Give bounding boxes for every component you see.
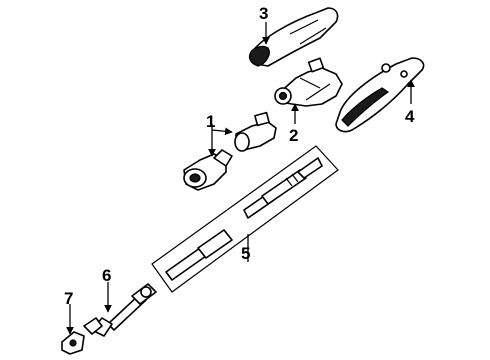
callout-7: 7 (64, 289, 73, 308)
steering-shaft-set (151, 145, 339, 293)
callout-6: 6 (102, 266, 111, 285)
lock-housing (274, 57, 343, 107)
switch-housing-upper (234, 111, 277, 152)
callout-3: 3 (259, 4, 268, 23)
callout-5: 5 (241, 244, 250, 263)
leader-lines (66, 22, 415, 335)
lower-shroud (335, 57, 425, 133)
coupler-joint (61, 317, 103, 355)
callout-4: 4 (405, 107, 415, 126)
intermediate-shaft (91, 283, 157, 337)
callout-1: 1 (206, 112, 215, 131)
upper-shroud (248, 7, 339, 67)
switch-housing-lower (183, 149, 233, 191)
callout-2: 2 (289, 126, 298, 145)
